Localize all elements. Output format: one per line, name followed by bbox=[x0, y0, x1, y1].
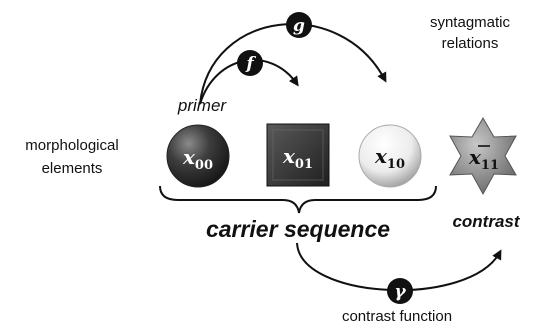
morphological-label-line1: morphological bbox=[25, 137, 118, 154]
svg-text:x00: x00 bbox=[182, 145, 213, 173]
element-x10: x10 bbox=[358, 124, 422, 188]
syntagmatic-label-line1: syntagmatic bbox=[430, 14, 511, 31]
element-x11-star: x11 bbox=[449, 117, 517, 196]
relation-arc-g bbox=[199, 23, 387, 105]
primer-label: primer bbox=[177, 96, 228, 115]
carrier-sequence-label: carrier sequence bbox=[206, 216, 390, 242]
element-x00: x00 bbox=[166, 124, 230, 188]
svg-text:x10: x10 bbox=[374, 144, 405, 172]
contrast-label: contrast bbox=[452, 212, 520, 231]
syntagmatic-label-line2: relations bbox=[442, 35, 499, 52]
function-node-gamma: γ bbox=[387, 278, 413, 304]
svg-text:g: g bbox=[293, 16, 305, 36]
carrier-brace bbox=[159, 185, 437, 214]
svg-text:f: f bbox=[245, 54, 256, 74]
element-x01: x01 bbox=[266, 123, 330, 187]
contrast-function-label: contrast function bbox=[342, 308, 452, 325]
svg-text:γ: γ bbox=[394, 282, 406, 302]
function-node-g: g bbox=[286, 12, 312, 38]
svg-text:x01: x01 bbox=[282, 144, 313, 172]
function-node-f: f bbox=[237, 50, 263, 76]
svg-text:x11: x11 bbox=[468, 145, 499, 173]
morphological-label-line2: elements bbox=[42, 160, 103, 177]
